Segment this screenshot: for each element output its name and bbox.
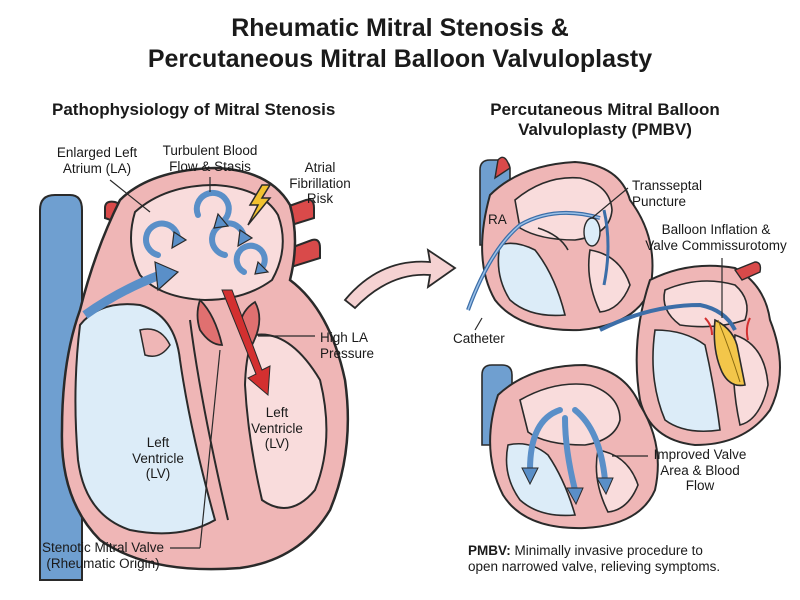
label-lv-left: Left Ventricle (LV) (132, 435, 184, 482)
flow-arrow-icon (82, 270, 162, 319)
label-turbulent-flow: Turbulent Blood Flow & Stasis (162, 143, 258, 174)
right-heading: Percutaneous Mitral Balloon Valvuloplast… (455, 100, 755, 139)
label-transseptal: Transseptal Puncture (632, 178, 703, 209)
stenotic-valve-leaflet-left (196, 298, 224, 346)
pmbv-heart-balloon (599, 261, 781, 447)
pmbv-heart-improved (481, 363, 659, 530)
pmbv-note-line-1: PMBV: Minimally invasive procedure to (468, 543, 703, 558)
label-catheter: Catheter (453, 331, 505, 346)
left-heart (39, 166, 350, 581)
septum (189, 319, 229, 521)
pmbv-note: PMBV: Minimally invasive procedure to op… (468, 543, 788, 574)
left-ventricle-chamber (74, 303, 217, 535)
label-balloon: Balloon Inflation & Valve Commissurotomy (645, 222, 787, 253)
balloon-icon (583, 217, 601, 247)
jet-arrow-icon (221, 289, 271, 397)
left-heading: Pathophysiology of Mitral Stenosis (52, 100, 336, 119)
label-improved: Improved Valve Area & Blood Flow (653, 447, 747, 494)
papillary-muscle (139, 328, 171, 357)
label-afib-risk: Atrial Fibrillation Risk (289, 160, 351, 207)
title-line-2: Percutaneous Mitral Balloon Valvuloplast… (147, 45, 653, 73)
title-line-1: Rheumatic Mitral Stenosis & (231, 14, 569, 42)
left-leader-lines (109, 177, 315, 549)
label-stenotic-valve: Stenotic Mitral Valve (Rheumatic Origin) (41, 540, 165, 571)
label-lv-right: Left Ventricle (LV) (251, 405, 303, 452)
label-high-la-pressure: High LA Pressure (320, 330, 375, 361)
label-ra: RA (488, 212, 507, 227)
right-leader-lines (474, 187, 723, 457)
curved-arrow-icon (343, 248, 457, 310)
label-enlarged-la: Enlarged Left Atrium (LA) (56, 145, 138, 176)
pmbv-heart-transseptal (466, 156, 654, 332)
lightning-icon (247, 184, 272, 226)
right-heading-line-1: Percutaneous Mitral Balloon (490, 100, 720, 119)
pmbv-note-line-2: open narrowed valve, relieving symptoms. (468, 558, 721, 574)
right-heading-line-2: Valvuloplasty (PMBV) (518, 119, 692, 139)
